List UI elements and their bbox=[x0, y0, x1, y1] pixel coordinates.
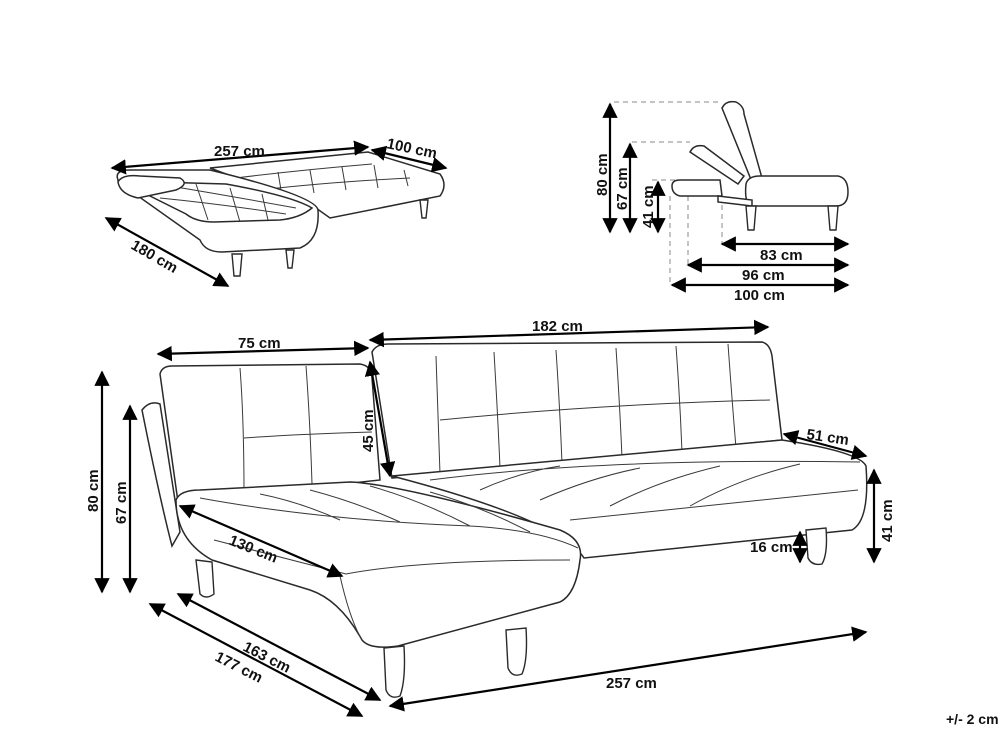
profile-back-height-label: 80 cm bbox=[594, 153, 611, 196]
main-total-height-label: 80 cm bbox=[85, 469, 102, 512]
profile-leg bbox=[827, 205, 839, 231]
side-profile-view: 80 cm 67 cm 41 cm 83 cm 96 cm 100 cm bbox=[594, 100, 850, 304]
main-perspective-view: 75 cm 182 cm 45 cm 51 cm 80 cm 67 cm 41 … bbox=[85, 318, 999, 727]
profile-reclined-back bbox=[689, 144, 746, 186]
small-perspective-view: 257 cm 100 cm 180 cm bbox=[104, 135, 448, 287]
main-chaise-width-label: 75 cm bbox=[238, 335, 281, 352]
main-total-length-label: 257 cm bbox=[606, 675, 657, 692]
top-length-label: 257 cm bbox=[214, 143, 265, 160]
main-leg bbox=[383, 645, 406, 698]
main-sofa-width-label: 182 cm bbox=[532, 318, 583, 335]
profile-seat-height-label: 41 cm bbox=[640, 185, 657, 228]
main-leg bbox=[195, 559, 215, 598]
small-leg bbox=[285, 249, 295, 269]
small-leg bbox=[231, 253, 243, 277]
main-arm-depth-label: 51 cm bbox=[805, 426, 849, 449]
top-chaise-label: 180 cm bbox=[128, 237, 181, 277]
profile-bed bbox=[671, 179, 723, 197]
main-backrest-height-label: 45 cm bbox=[360, 409, 377, 452]
profile-mid-depth-label: 96 cm bbox=[742, 267, 785, 284]
main-leg-height-label: 16 cm bbox=[750, 539, 793, 556]
main-leg bbox=[505, 627, 528, 676]
profile-reclined-label: 67 cm bbox=[614, 167, 631, 210]
main-seat-height-label: 41 cm bbox=[879, 499, 896, 542]
main-leg bbox=[805, 527, 828, 566]
profile-seat-depth-label: 83 cm bbox=[760, 247, 803, 264]
small-leg bbox=[419, 199, 429, 219]
tolerance-note: +/- 2 cm bbox=[946, 711, 999, 727]
profile-backrest bbox=[721, 100, 763, 183]
profile-full-depth-label: 100 cm bbox=[734, 287, 785, 304]
top-depth-label: 100 cm bbox=[385, 135, 438, 162]
profile-seat bbox=[744, 175, 849, 207]
profile-leg bbox=[745, 205, 757, 231]
main-low-height-label: 67 cm bbox=[113, 481, 130, 524]
